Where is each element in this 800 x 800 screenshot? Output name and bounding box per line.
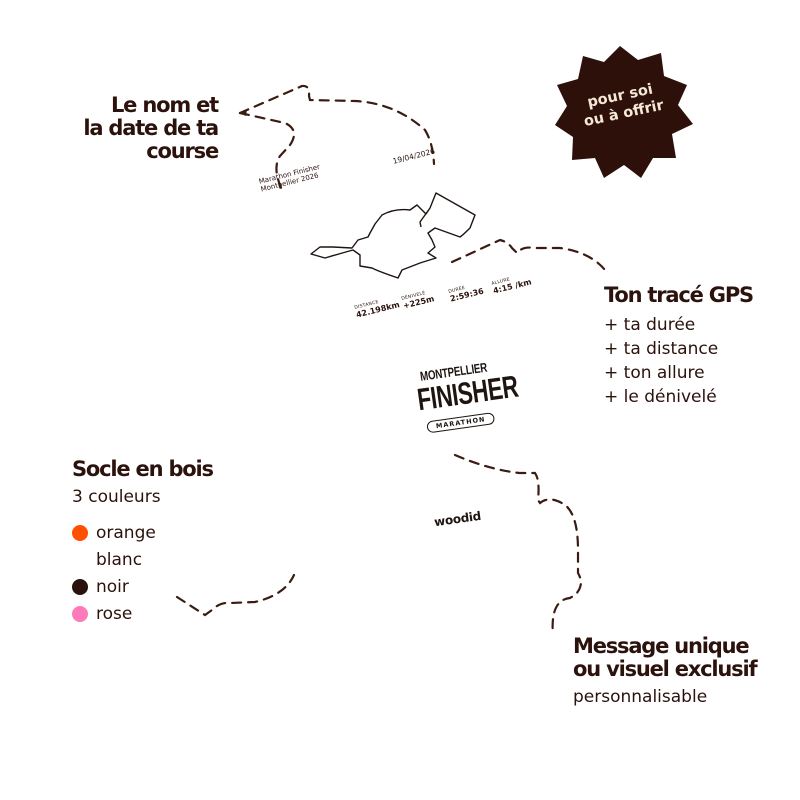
- socle-block: Socle en bois 3 couleurs orange blanc no…: [72, 458, 272, 627]
- message-subtitle: personnalisable: [573, 687, 708, 707]
- title-block: Le nom et la date de ta course: [60, 93, 219, 163]
- connector-socle: [175, 573, 296, 617]
- gps-item: + le dénivelé: [604, 387, 717, 407]
- arrow-tip-icon: [239, 109, 247, 116]
- gps-heading: Ton tracé GPS: [604, 283, 754, 307]
- socle-subtitle: 3 couleurs: [72, 487, 161, 507]
- connector-title: [238, 84, 436, 166]
- color-option-orange: orange: [72, 519, 272, 546]
- message-heading-line-2: ou visuel exclusif: [573, 657, 758, 681]
- message-heading-line-1: Message unique: [573, 634, 750, 658]
- starburst-badge-icon: [555, 46, 693, 178]
- color-label: blanc: [96, 549, 143, 570]
- gps-item: + ta distance: [604, 339, 719, 359]
- socle-heading: Socle en bois: [72, 457, 214, 481]
- message-block: Message unique ou visuel exclusif person…: [573, 635, 793, 709]
- title-line-1: Le nom et: [111, 93, 219, 117]
- gps-item: + ton allure: [604, 363, 705, 383]
- connector-gps: [450, 238, 607, 272]
- color-option-blanc: blanc: [72, 546, 272, 573]
- color-label: rose: [96, 603, 133, 624]
- gps-route: [310, 192, 476, 279]
- color-dot-icon: [72, 605, 88, 622]
- title-line-3: course: [146, 139, 219, 163]
- title-line-2: la date de ta: [83, 116, 219, 140]
- color-label: orange: [96, 522, 156, 543]
- color-dot-icon: [72, 578, 88, 595]
- color-dot-icon: [72, 552, 88, 568]
- logo-title: FINISHER: [415, 368, 521, 418]
- gps-item: + ta durée: [604, 315, 696, 335]
- color-dot-icon: [72, 524, 88, 541]
- color-label: noir: [96, 576, 129, 597]
- gps-block: Ton tracé GPS + ta durée + ta distance +…: [604, 284, 794, 409]
- connector-title-name: [238, 111, 296, 192]
- color-option-noir: noir: [72, 573, 272, 600]
- color-option-rose: rose: [72, 600, 272, 627]
- connector-message: [453, 453, 582, 637]
